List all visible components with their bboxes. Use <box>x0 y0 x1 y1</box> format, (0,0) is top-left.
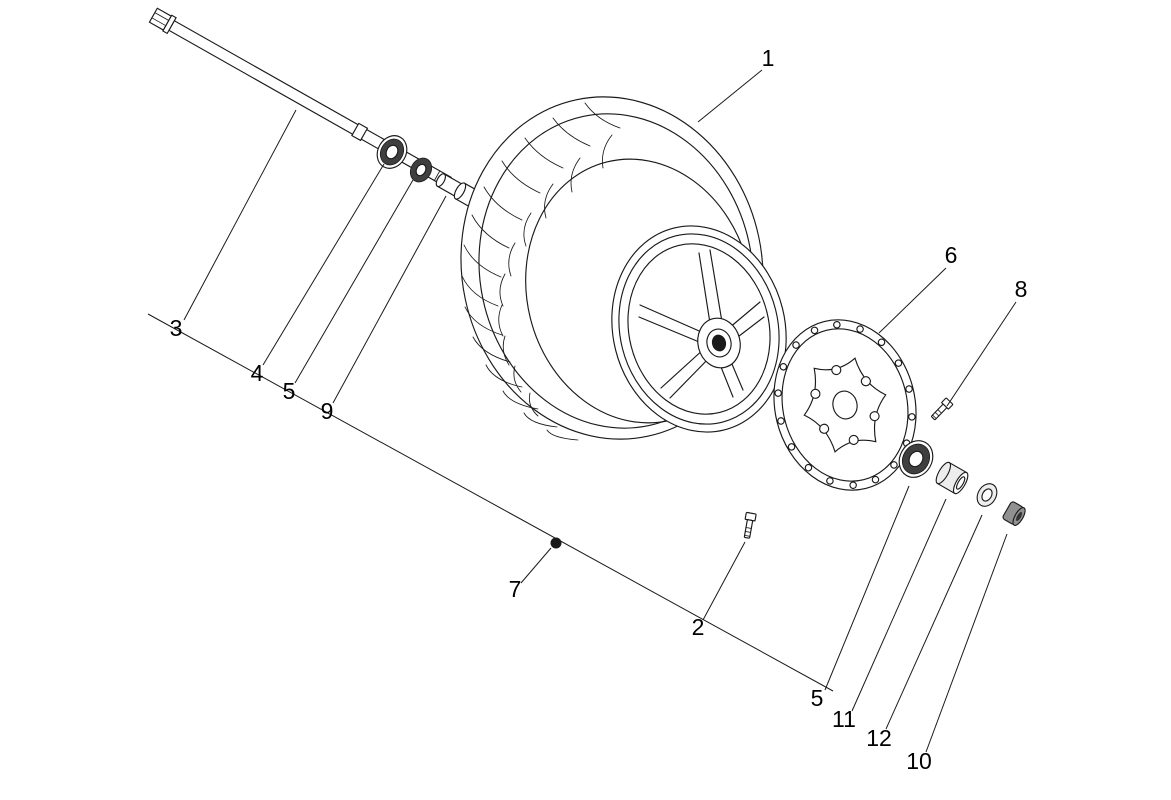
axle-rod <box>168 19 452 188</box>
disc-bolt <box>741 511 757 540</box>
leader-part-5-right <box>824 485 910 691</box>
tire-tread-pattern-cross <box>498 134 613 417</box>
hub-washer <box>976 483 998 507</box>
callout-part-9: 9 <box>321 398 334 424</box>
leader-part-4 <box>262 163 385 366</box>
axle-seal-washer <box>409 157 433 183</box>
leader-part-12 <box>885 514 983 730</box>
leader-part-8 <box>946 301 1017 407</box>
tire-tread-pattern <box>461 102 621 441</box>
callout-labels: 1 3 4 5 9 6 8 7 2 5 11 12 10 <box>170 45 1028 774</box>
axle-bearing <box>376 135 408 169</box>
axle-shaft <box>148 7 452 188</box>
brake-disc-scalloped-center <box>803 357 887 453</box>
brake-disc <box>773 319 917 491</box>
brake-disc-drill-holes <box>774 321 916 489</box>
callout-part-7: 7 <box>509 576 522 602</box>
callout-part-6: 6 <box>945 242 958 268</box>
callout-part-12: 12 <box>866 725 892 751</box>
leader-part-1 <box>697 69 763 123</box>
hub-bearing <box>898 440 934 478</box>
hub-nut <box>1002 501 1026 526</box>
assembly-axis-line <box>147 313 834 692</box>
wheel-hub <box>697 317 741 369</box>
wheel-rim <box>611 225 787 433</box>
callout-part-8: 8 <box>1015 276 1028 302</box>
assembly-axis-dot <box>550 537 562 549</box>
leader-part-11 <box>851 498 947 712</box>
callout-part-1: 1 <box>762 45 775 71</box>
brake-disc-center-hole <box>832 390 858 420</box>
callout-part-4: 4 <box>251 360 264 386</box>
callout-part-11: 11 <box>832 706 856 732</box>
callout-part-5-left: 5 <box>283 378 296 404</box>
leader-part-5-left <box>294 179 414 384</box>
callout-part-2: 2 <box>692 614 705 640</box>
leader-part-6 <box>878 267 947 334</box>
leader-part-9 <box>332 195 447 404</box>
leader-part-7 <box>520 547 552 584</box>
callout-part-10: 10 <box>906 748 932 774</box>
leader-part-2 <box>702 541 746 621</box>
leader-part-3 <box>183 109 297 321</box>
hub-spacer <box>935 461 969 495</box>
callout-part-3: 3 <box>170 315 183 341</box>
axle-head-flange <box>162 14 177 35</box>
callout-part-5-right: 5 <box>811 685 824 711</box>
leader-lines <box>147 69 1017 753</box>
leader-part-10 <box>925 533 1008 753</box>
brake-disc-bolt-holes <box>810 364 880 446</box>
wheel <box>460 96 787 441</box>
axle-collar <box>351 122 369 142</box>
